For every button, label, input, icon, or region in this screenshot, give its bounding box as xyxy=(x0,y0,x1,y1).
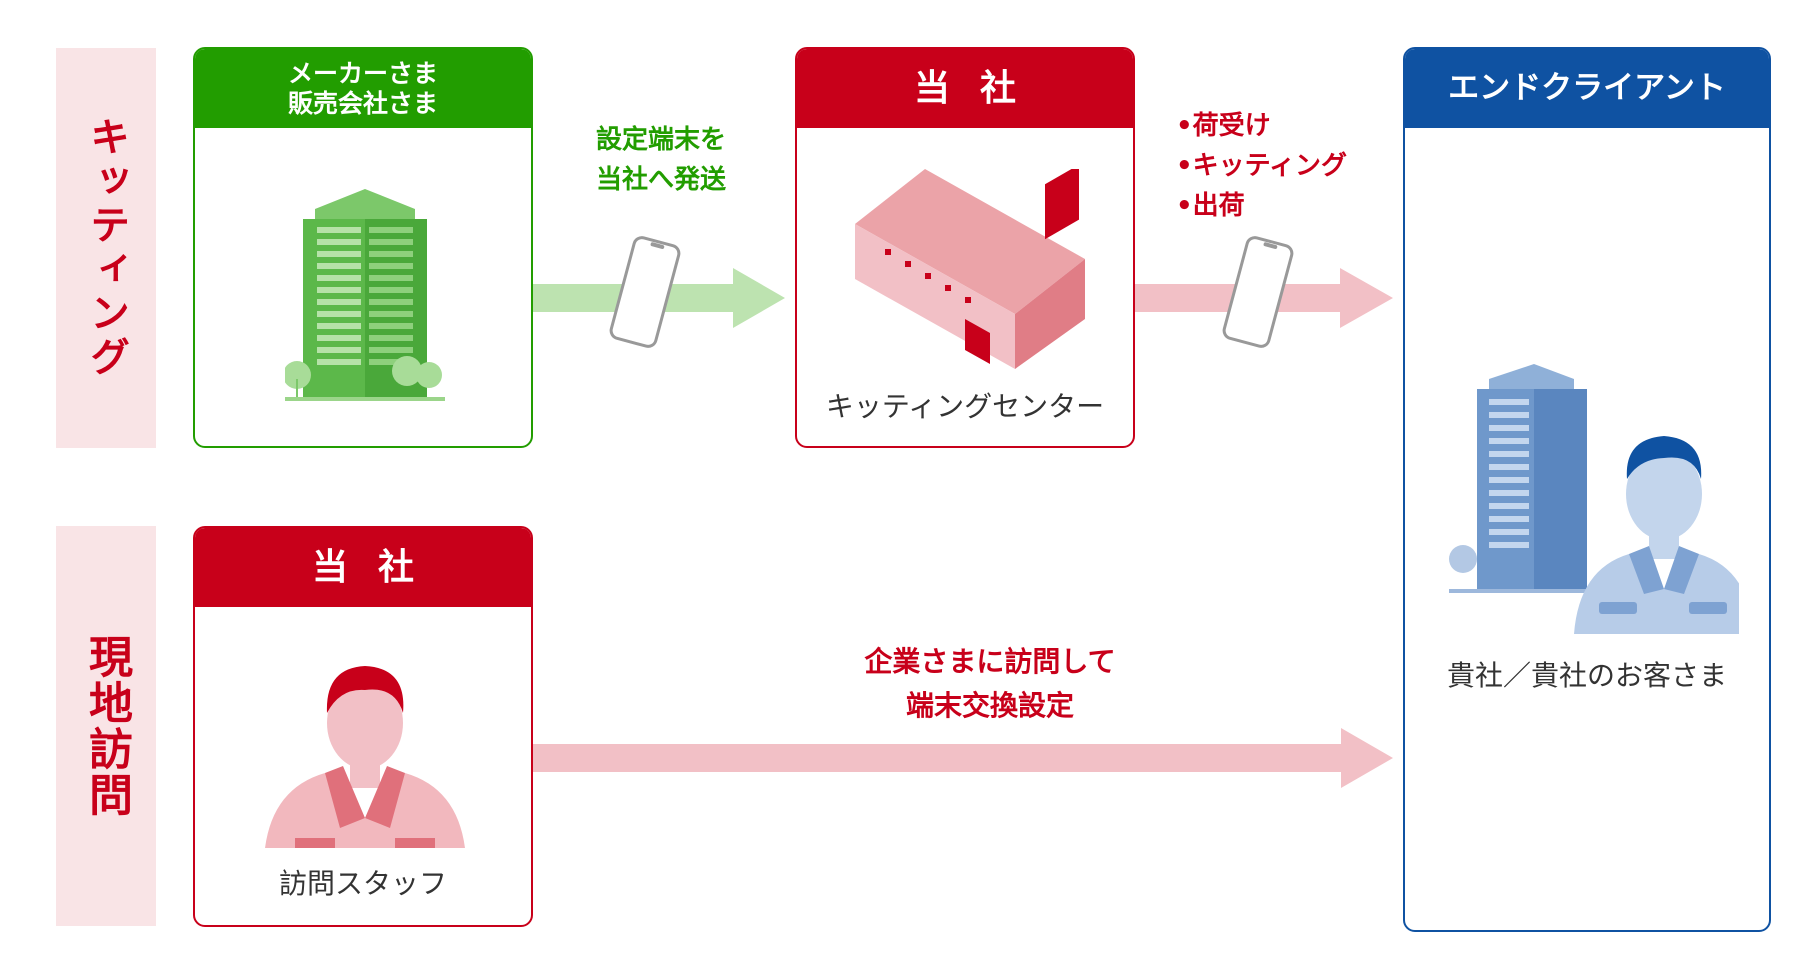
card-company-onsite-title: 当社 xyxy=(195,528,531,607)
lane-kitting-label: キッティング xyxy=(83,116,129,380)
lane-kitting: キッティング xyxy=(56,48,156,448)
kitting-steps: •荷受け •キッティング •出荷 xyxy=(1176,106,1347,226)
card-maker-header: メーカーさま 販売会社さま xyxy=(195,49,531,128)
card-company-onsite: 当社 訪問スタッフ xyxy=(193,526,533,927)
card-maker-title-line2: 販売会社さま xyxy=(287,88,438,118)
smartphone-icon xyxy=(605,232,685,352)
warehouse-icon xyxy=(855,169,1085,369)
onsite-visit-note: 企業さまに訪問して 端末交換設定 xyxy=(790,640,1190,728)
lane-onsite: 現地訪問 xyxy=(56,526,156,926)
card-company-kitting: 当社 キッティングセンター xyxy=(795,47,1135,448)
card-maker-title-line1: メーカーさま xyxy=(287,58,438,88)
smartphone-icon xyxy=(1218,232,1298,352)
staff-person-icon xyxy=(265,658,465,848)
flow-ship-line1: 設定端末を xyxy=(595,125,726,155)
flow-ship-note: 設定端末を 当社へ発送 xyxy=(586,120,736,200)
onsite-visit-line2: 端末交換設定 xyxy=(905,689,1074,722)
card-company-kitting-title: 当社 xyxy=(797,49,1133,128)
lane-onsite-label: 現地訪問 xyxy=(81,634,132,818)
red-arrow-onsite xyxy=(533,728,1395,788)
flow-ship-line2: 当社へ発送 xyxy=(595,165,726,195)
card-end-client-caption: 貴社／貴社のお客さま xyxy=(1446,659,1727,692)
kitting-step-1: •荷受け xyxy=(1176,111,1271,141)
card-end-client: エンドクライアント 貴社／貴社のお客さま xyxy=(1403,47,1771,932)
card-company-onsite-caption: 訪問スタッフ xyxy=(278,867,447,900)
onsite-visit-line1: 企業さまに訪問して xyxy=(864,645,1116,678)
building-and-person-icon xyxy=(1449,354,1739,634)
card-maker: メーカーさま 販売会社さま xyxy=(193,47,533,448)
office-building-icon xyxy=(285,179,445,409)
card-company-kitting-caption: キッティングセンター xyxy=(825,390,1105,423)
card-end-client-title: エンドクライアント xyxy=(1405,49,1769,128)
kitting-step-2: •キッティング xyxy=(1176,151,1348,181)
kitting-step-3: •出荷 xyxy=(1176,191,1245,221)
